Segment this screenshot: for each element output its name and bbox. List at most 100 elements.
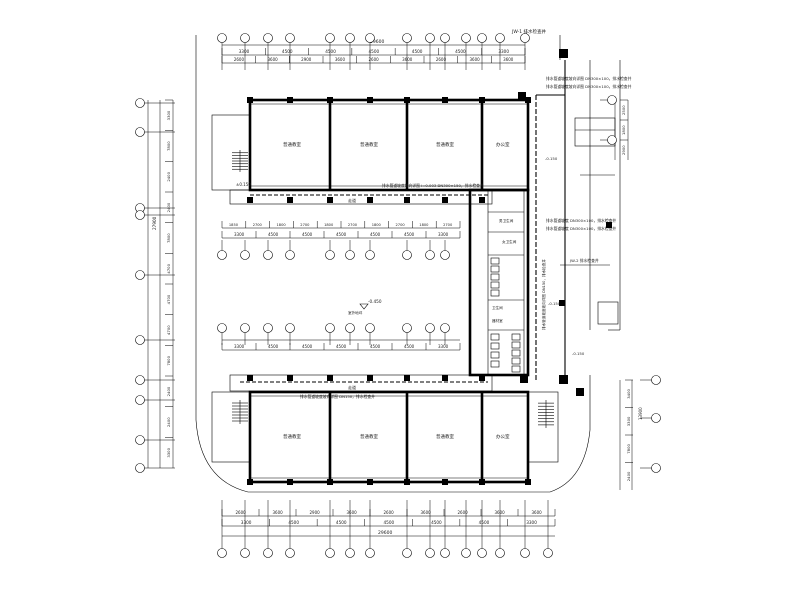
grid-axis-bubble (402, 250, 412, 260)
dimension-value: 4500 (336, 520, 347, 525)
grid-axis-bubble (402, 323, 412, 333)
dimension-value: 2600 (384, 510, 395, 515)
dimension-value: 1800 (372, 223, 382, 227)
grid-axis-bubble (365, 323, 375, 333)
dimension-value: 2600 (236, 510, 247, 515)
bottom-classroom-wing: 走道 排水管道坡度坡向详图 DN150，排水检查井 普通教室 普通教室 普通教室… (211, 374, 559, 484)
left-grid-axes (135, 98, 175, 473)
dimension-value: 3600 (347, 510, 358, 515)
grid-axis-bubble (651, 413, 661, 423)
dimension-value: 7800 (626, 444, 631, 454)
dimension-value: 2500 (621, 105, 626, 115)
structural-column (479, 97, 485, 103)
dimension-value: 4500 (412, 49, 423, 54)
structural-column (404, 197, 410, 203)
dimension-value: 3300 (626, 416, 631, 426)
dimension-value: 4700 (166, 294, 171, 304)
elev-plaza-sub: 室外地坪 (348, 310, 363, 315)
structural-column (442, 375, 448, 381)
grid-axis-bubble (285, 323, 295, 333)
grid-axis-bubble (440, 548, 450, 558)
grid-axis-bubble (135, 463, 145, 473)
dimension-value: 2600 (436, 57, 447, 62)
dimension-value: 3600 (402, 57, 413, 62)
grid-axis-bubble (135, 435, 145, 445)
wc-label-3: 卫生间 (492, 305, 503, 310)
dimension-value: 3300 (241, 520, 252, 525)
dimension-value: 3600 (421, 510, 432, 515)
grid-axis-bubble (135, 98, 145, 108)
grid-axis-bubble (135, 270, 145, 280)
dimension-value: 3300 (498, 49, 509, 54)
elev-upper-left: ±0.150 (236, 182, 251, 187)
grid-axis-bubble (325, 548, 335, 558)
grid-axis-bubble (425, 250, 435, 260)
grid-axis-bubble (263, 548, 273, 558)
dimension-value: 4500 (302, 232, 313, 237)
dimension-value: 4500 (455, 49, 466, 54)
grid-axis-bubble (240, 250, 250, 260)
top-note: JW-1 排水检查井 (511, 28, 547, 35)
dimension-value: 3300 (166, 447, 171, 457)
bottom-structural-columns (247, 375, 531, 485)
dimension-value: 1800 (621, 125, 626, 135)
dimension-value: 7800 (166, 141, 171, 151)
grid-axis-bubble (440, 323, 450, 333)
structural-column (287, 479, 293, 485)
structural-column (287, 97, 293, 103)
dimension-value: 2400 (166, 417, 171, 427)
dimension-value: 2400 (166, 386, 171, 396)
dimension-value: 3300 (438, 232, 449, 237)
structural-column (327, 375, 333, 381)
dimension-value: 4500 (336, 344, 347, 349)
grid-axis-bubble (345, 323, 355, 333)
top-structural-columns (247, 97, 531, 203)
dimension-value: 4500 (268, 344, 279, 349)
grid-axis-bubble (263, 323, 273, 333)
dimension-value: 1850 (229, 223, 239, 227)
structural-column (327, 197, 333, 203)
grid-axis-bubble (325, 323, 335, 333)
dimension-value: 2700 (348, 223, 358, 227)
office-small-label: 器材室 (492, 318, 503, 323)
wc-label-1: 男卫生间 (499, 218, 514, 223)
grid-axis-bubble (651, 375, 661, 385)
structural-column (247, 479, 253, 485)
dimension-value: 4500 (384, 520, 395, 525)
structural-column (367, 375, 373, 381)
grid-axis-bubble (365, 250, 375, 260)
dimension-value: 3300 (438, 344, 449, 349)
room-bottom-1: 普通教室 (283, 433, 301, 440)
grid-axis-bubble (285, 33, 295, 43)
pipe-label-right-3: 排水管道坡度 DN300×100，排水检查井 (546, 218, 616, 223)
dimension-value: 4500 (404, 344, 415, 349)
grid-axis-bubble (425, 323, 435, 333)
dimension-value: 1800 (419, 223, 429, 227)
grid-axis-bubble (495, 548, 505, 558)
room-bottom-end: 办公室 (496, 433, 510, 440)
total-dim-top: 29600 (370, 39, 384, 45)
bottom-grid-axes (217, 500, 553, 558)
structural-column (479, 375, 485, 381)
dimension-value: 2700 (300, 223, 310, 227)
grid-axis-bubble (135, 335, 145, 345)
grid-axis-bubble (365, 548, 375, 558)
grid-axis-bubble (135, 375, 145, 385)
structural-column (525, 97, 531, 103)
grid-axis-bubble (217, 33, 227, 43)
left-total-dim: 27900 (152, 216, 157, 230)
pipe-label-right-5: JW-2 排水检查井 (569, 258, 599, 263)
right-pipe-annotations: 排水管道坡度坡向详图 DN300×100，排水检查井 排水管道坡度坡向详图 DN… (518, 49, 632, 396)
grid-axis-bubble (325, 33, 335, 43)
dimension-value: 7800 (166, 233, 171, 243)
dimension-value: 1800 (324, 223, 334, 227)
structural-column (404, 479, 410, 485)
grid-axis-bubble (365, 33, 375, 43)
dimension-value: 4500 (404, 232, 415, 237)
top-classroom-wing: 排水管道坡度坡向详图 i=0.003 DN300×150，排水检查井 走道 普通… (211, 98, 530, 205)
room-top-3: 普通教室 (436, 141, 454, 148)
structural-column (287, 375, 293, 381)
